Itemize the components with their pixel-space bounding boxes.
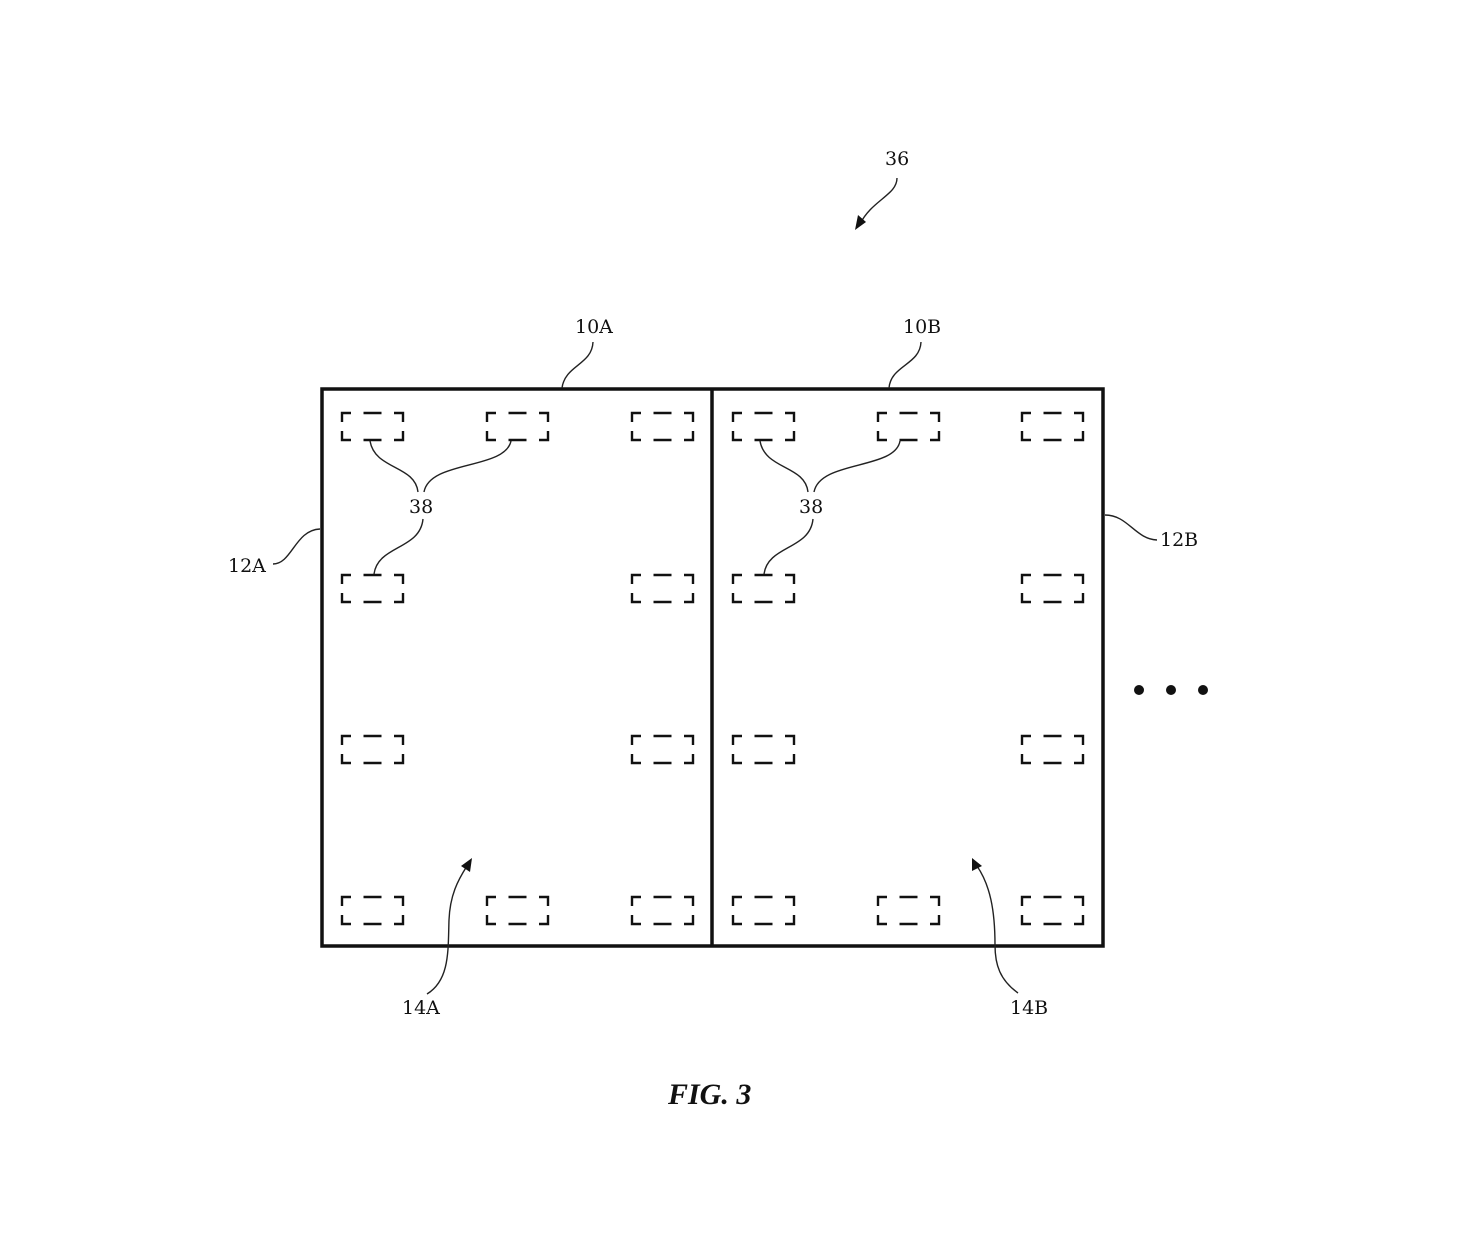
component-box-b-r4-left [731,895,796,926]
dashed-outline [1020,573,1085,604]
panel-label-10a: 10A [575,316,613,338]
component-box-b-r3-right [1020,734,1085,765]
region-label-14b: 14B [1010,997,1048,1019]
dashed-outline [340,573,405,604]
assembly-arrow-leader [859,177,898,225]
panel-label-10b: 10B [903,316,941,338]
component-label-38-a: 38 [409,496,433,518]
edge-label-12a: 12A [228,555,266,577]
region-arrow-head-14b-icon [972,858,982,871]
dashed-outline [630,895,695,926]
component-leader-a2 [423,440,512,493]
panel-leader-10a [561,341,594,389]
component-box-b-r2-left [731,573,796,604]
continuation-dot [1166,685,1176,695]
component-box-b-r3-left [731,734,796,765]
dashed-outline [731,411,796,442]
component-leader-a1 [369,440,419,493]
component-box-a-r3-left [340,734,405,765]
edge-label-12b: 12B [1160,529,1198,551]
component-box-a-r1-center [485,411,550,442]
dashed-outline [630,734,695,765]
dashed-outline [630,411,695,442]
component-box-b-r2-right [1020,573,1085,604]
component-box-a-r3-right [630,734,695,765]
dashed-outline [1020,895,1085,926]
region-arrow-head-14a-icon [461,858,472,872]
component-box-a-r2-left [340,573,405,604]
dashed-outline [340,895,405,926]
component-box-b-r4-right [1020,895,1085,926]
region-arrow-leader-14b [976,865,1019,994]
region-arrow-leader-14a [426,865,468,995]
edge-leader-12b [1104,514,1158,541]
assembly-label: 36 [885,148,909,170]
component-leader-b2 [813,440,901,493]
figure-caption: FIG. 3 [667,1078,751,1111]
component-box-a-r1-left [340,411,405,442]
component-box-a-r4-right [630,895,695,926]
component-label-38-b: 38 [799,496,823,518]
component-leader-a3 [373,518,424,575]
dashed-outline [731,734,796,765]
continuation-dot [1198,685,1208,695]
component-box-a-r4-left [340,895,405,926]
component-box-b-r1-center [876,411,941,442]
region-label-14a: 14A [402,997,440,1019]
dashed-outline [1020,411,1085,442]
dashed-outline [1020,734,1085,765]
component-leader-b1 [759,440,809,493]
dashed-outline [485,895,550,926]
component-boxes [340,411,1085,926]
dashed-outline [731,895,796,926]
component-box-b-r4-center [876,895,941,926]
edge-leader-12a [272,528,321,565]
dashed-outline [340,734,405,765]
component-box-b-r1-left [731,411,796,442]
dashed-outline [731,573,796,604]
dashed-outline [630,573,695,604]
dashed-outline [876,411,941,442]
dashed-outline [485,411,550,442]
continuation-dot [1134,685,1144,695]
component-box-a-r1-right [630,411,695,442]
panel-leader-10b [888,341,922,389]
component-box-a-r2-right [630,573,695,604]
component-box-b-r1-right [1020,411,1085,442]
component-box-a-r4-center [485,895,550,926]
dashed-outline [340,411,405,442]
dashed-outline [876,895,941,926]
component-leader-b3 [763,518,814,575]
assembly-arrow-head-icon [855,215,866,230]
